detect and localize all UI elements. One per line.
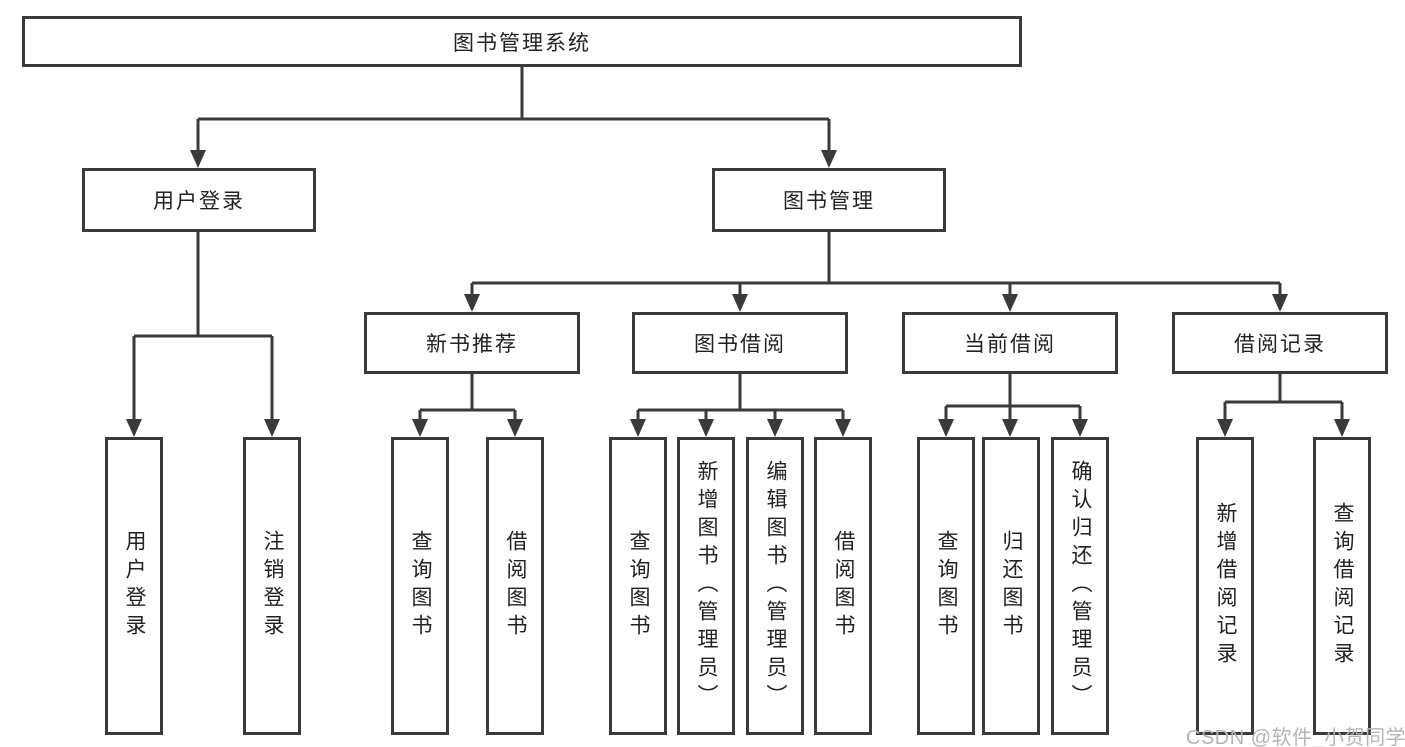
node-book-management: 图书管理	[712, 168, 946, 232]
node-label: 图书管理	[783, 190, 875, 213]
node-label: 查询图书	[409, 530, 432, 642]
node-label: 借阅记录	[1234, 333, 1326, 356]
leaf-logout: 注销登录	[243, 437, 301, 735]
leaf-current-query-books: 查询图书	[917, 437, 975, 735]
leaf-borrowing-borrow-books: 借阅图书	[814, 437, 872, 735]
node-label: 用户登录	[123, 530, 146, 642]
node-label: 确认归还（管理员）	[1069, 460, 1092, 712]
leaf-borrowing-edit-books-admin: 编辑图书（管理员）	[746, 437, 804, 735]
node-label: 查询借阅记录	[1331, 502, 1354, 670]
node-label: 查询图书	[935, 530, 958, 642]
leaf-records-add-record: 新增借阅记录	[1196, 437, 1254, 735]
node-label: 用户登录	[153, 190, 245, 213]
node-label: 查询图书	[627, 530, 650, 642]
node-label: 图书管理系统	[453, 31, 591, 55]
leaf-borrowing-add-books-admin: 新增图书（管理员）	[677, 437, 735, 735]
node-label: 新书推荐	[426, 333, 518, 356]
leaf-current-return-books: 归还图书	[982, 437, 1040, 735]
node-label: 编辑图书（管理员）	[764, 460, 787, 712]
node-label: 图书借阅	[694, 333, 786, 356]
node-label: 新增借阅记录	[1214, 502, 1237, 670]
leaf-records-query-record: 查询借阅记录	[1313, 437, 1371, 735]
node-label: 新增图书（管理员）	[695, 460, 718, 712]
node-book-borrowing: 图书借阅	[632, 312, 848, 374]
node-label: 借阅图书	[832, 530, 855, 642]
leaf-borrowing-query-books: 查询图书	[609, 437, 667, 735]
node-current-borrowing: 当前借阅	[902, 312, 1118, 374]
node-library-management-system: 图书管理系统	[22, 16, 1022, 67]
node-label: 注销登录	[261, 530, 284, 642]
arrowheads	[126, 150, 1350, 437]
node-label: 借阅图书	[504, 530, 527, 642]
node-label: 当前借阅	[964, 333, 1056, 356]
node-new-book-recommend: 新书推荐	[364, 312, 580, 374]
leaf-user-login: 用户登录	[105, 437, 163, 735]
node-label: 归还图书	[1000, 530, 1023, 642]
leaf-newbook-query-books: 查询图书	[391, 437, 449, 735]
node-borrowing-records: 借阅记录	[1172, 312, 1388, 374]
csdn-watermark: CSDN @软件_小贺同学	[1186, 727, 1405, 747]
node-user-login: 用户登录	[82, 168, 316, 232]
leaf-current-confirm-return-admin: 确认归还（管理员）	[1051, 437, 1109, 735]
leaf-newbook-borrow-books: 借阅图书	[486, 437, 544, 735]
